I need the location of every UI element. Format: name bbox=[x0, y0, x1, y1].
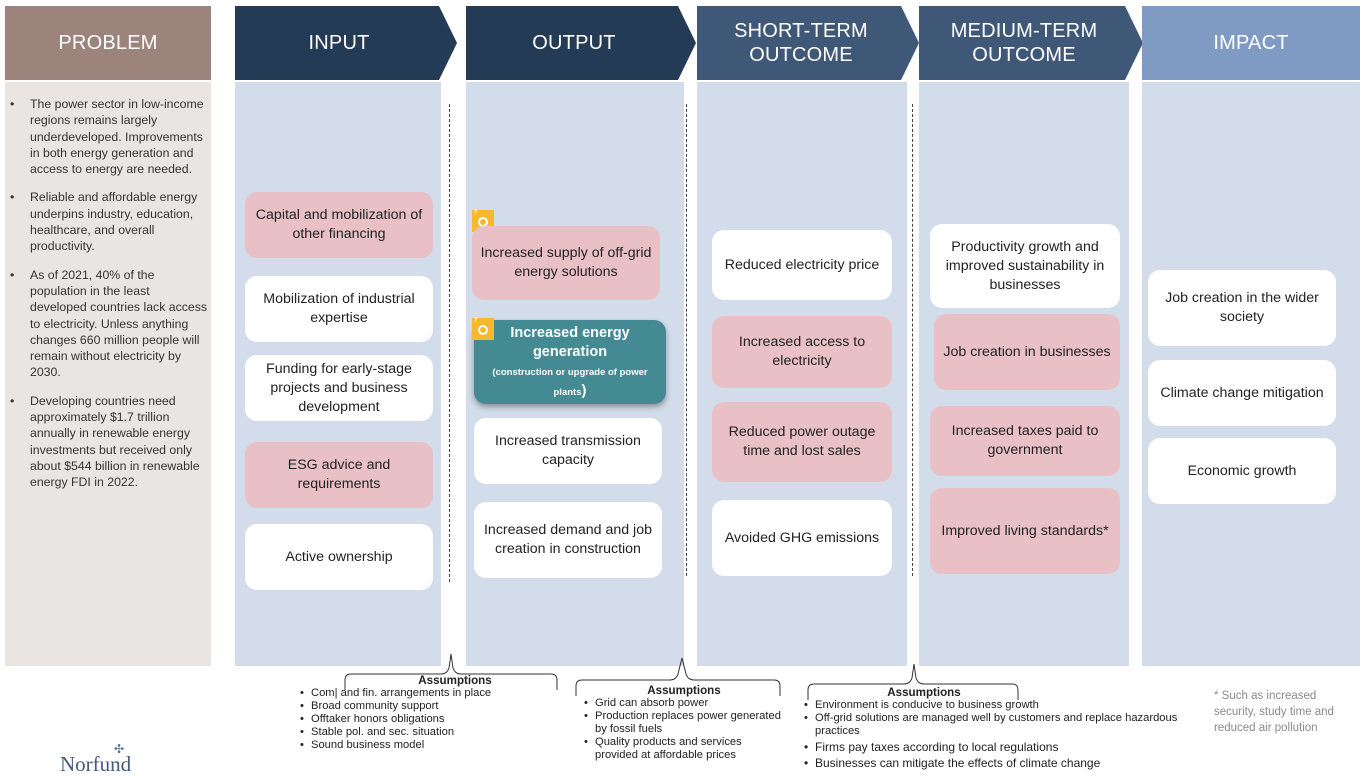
input-box-esg: ESG advice and requirements bbox=[245, 442, 433, 508]
assumptions-title: Assumptions bbox=[887, 686, 961, 699]
sdg7-affordable-clean-energy-icon: 7 bbox=[472, 318, 494, 340]
assumption-item: Offtaker honors obligations bbox=[300, 713, 570, 726]
assumption-item: Stable pol. and sec. situation bbox=[300, 726, 570, 739]
problem-point: Reliable and affordable energy underpins… bbox=[8, 189, 208, 254]
footnote: * Such as increased security, study time… bbox=[1214, 690, 1334, 734]
generation-title: Increased energy generation bbox=[510, 324, 630, 360]
medium-term-header-label: MEDIUM-TERM OUTCOME bbox=[950, 20, 1098, 66]
assumption-item: Firms pay taxes according to local regul… bbox=[804, 741, 1204, 755]
separator-output-short bbox=[686, 104, 687, 576]
assumptions-block-1: Assumptions Com| and fin. arrangements i… bbox=[300, 674, 570, 752]
assumption-item: Production replaces power generated by f… bbox=[584, 710, 784, 736]
short-term-header: SHORT-TERM OUTCOME bbox=[697, 6, 919, 80]
problem-header: PROBLEM bbox=[5, 6, 211, 80]
assumption-item: Off-grid solutions are managed well by c… bbox=[804, 712, 1196, 738]
input-box-funding: Funding for early-stage projects and bus… bbox=[245, 355, 433, 421]
generation-paren: ) bbox=[581, 381, 587, 399]
medium-term-box-taxes: Increased taxes paid to government bbox=[930, 406, 1120, 476]
input-box-capital: Capital and mobilization of other financ… bbox=[245, 192, 433, 258]
assumptions-title: Assumptions bbox=[647, 684, 721, 697]
medium-term-box-living: Improved living standards* bbox=[930, 488, 1120, 574]
assumptions-title: Assumptions bbox=[418, 674, 492, 687]
problem-point: As of 2021, 40% of the population in the… bbox=[8, 267, 208, 381]
medium-term-box-productivity: Productivity growth and improved sustain… bbox=[930, 224, 1120, 308]
assumptions-brace-3 bbox=[807, 663, 1019, 700]
assumptions-block-2: Assumptions Grid can absorb power Produc… bbox=[584, 684, 784, 762]
problem-list: The power sector in low-income regions r… bbox=[8, 96, 208, 503]
output-box-generation: Increased energy generation (constructio… bbox=[474, 320, 666, 404]
assumptions-brace-1 bbox=[344, 653, 558, 690]
norfund-logo: ✣ Norfund bbox=[60, 742, 170, 778]
problem-point: The power sector in low-income regions r… bbox=[8, 96, 208, 177]
input-header: INPUT bbox=[235, 6, 457, 80]
generation-subtitle: (construction or upgrade of power plants bbox=[492, 366, 648, 398]
impact-header: IMPACT bbox=[1142, 6, 1360, 80]
short-term-header-label: SHORT-TERM OUTCOME bbox=[734, 20, 868, 66]
separator-input-output bbox=[449, 104, 450, 582]
assumptions-brace-2 bbox=[575, 657, 781, 696]
medium-term-box-jobs: Job creation in businesses bbox=[934, 314, 1120, 390]
logo-mark-icon: ✣ bbox=[114, 742, 125, 756]
short-term-box-outage: Reduced power outage time and lost sales bbox=[712, 402, 892, 482]
sdg-number: 7 bbox=[474, 210, 478, 216]
short-term-box-ghg: Avoided GHG emissions bbox=[712, 500, 892, 576]
assumption-item: Grid can absorb power bbox=[584, 697, 784, 710]
assumption-item: Environment is conducive to business gro… bbox=[804, 699, 1204, 712]
generation-subtitle-line: (construction or upgrade of power plants… bbox=[482, 362, 658, 401]
separator-short-medium bbox=[912, 104, 913, 576]
impact-box-climate: Climate change mitigation bbox=[1148, 360, 1336, 426]
medium-term-header: MEDIUM-TERM OUTCOME bbox=[919, 6, 1143, 80]
assumption-item: Businesses can mitigate the effects of c… bbox=[804, 757, 1204, 771]
assumption-item: Sound business model bbox=[300, 739, 570, 752]
input-box-ownership: Active ownership bbox=[245, 524, 433, 590]
output-box-demand: Increased demand and job creation in con… bbox=[474, 502, 662, 578]
problem-point: Developing countries need approximately … bbox=[8, 393, 208, 491]
logo-text: Norfund bbox=[60, 752, 132, 776]
assumptions-block-3: Assumptions Environment is conducive to … bbox=[804, 686, 1204, 770]
assumption-item: Broad community support bbox=[300, 700, 570, 713]
output-box-supply: Increased supply of off-grid energy solu… bbox=[472, 226, 660, 300]
impact-box-growth: Economic growth bbox=[1148, 438, 1336, 504]
assumption-item: Quality products and services provided a… bbox=[584, 736, 784, 762]
short-term-box-access: Increased access to electricity bbox=[712, 316, 892, 388]
assumption-item: Com| and fin. arrangements in place bbox=[300, 687, 570, 700]
short-term-box-price: Reduced electricity price bbox=[712, 230, 892, 300]
impact-box-jobs: Job creation in the wider society bbox=[1148, 270, 1336, 346]
input-box-expertise: Mobilization of industrial expertise bbox=[245, 276, 433, 342]
sdg-number: 7 bbox=[474, 318, 478, 324]
output-header: OUTPUT bbox=[466, 6, 696, 80]
output-box-transmission: Increased transmission capacity bbox=[474, 418, 662, 484]
